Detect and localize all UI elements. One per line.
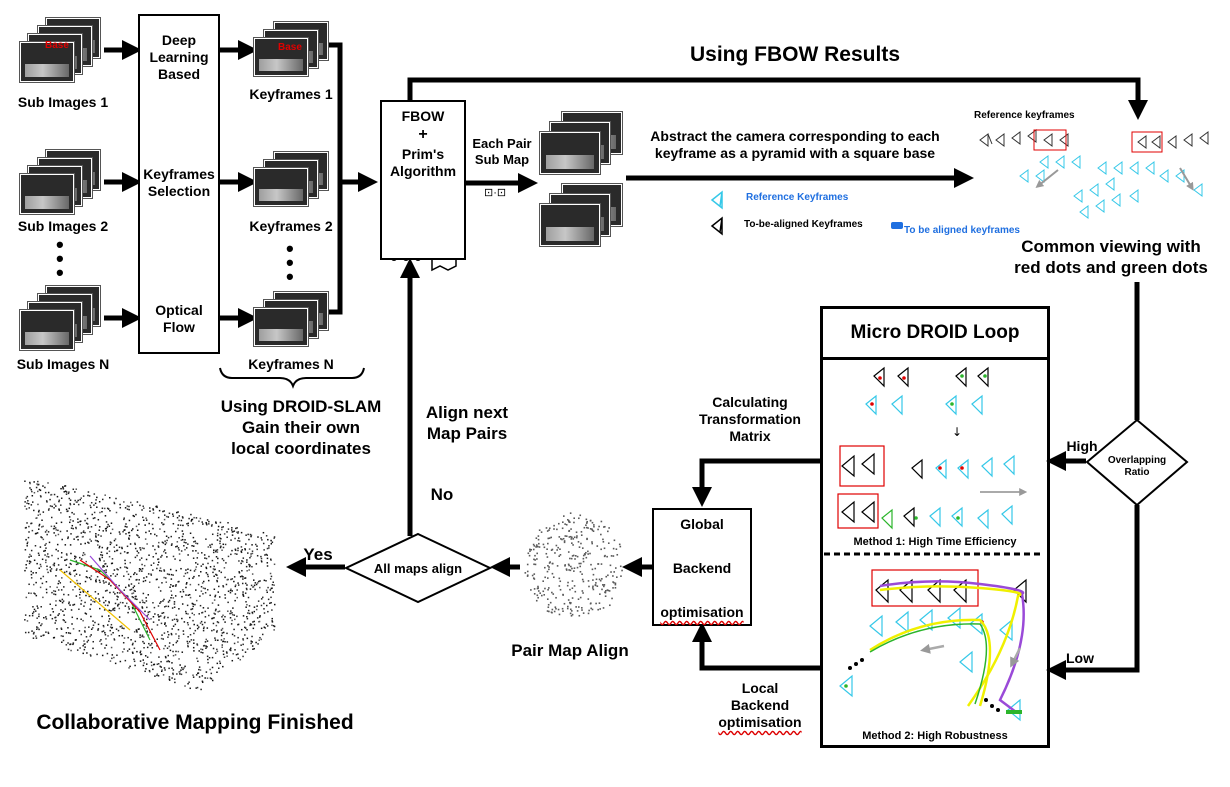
micro-droid-header — [820, 306, 1050, 360]
calc-matrix-label: Calculating Transformation Matrix — [680, 394, 820, 445]
sub-image-thumb — [20, 42, 74, 82]
droid-note: Using DROID-SLAM Gain their own local co… — [196, 396, 406, 459]
method-optical-flow-text: Optical Flow — [155, 302, 203, 335]
global-line-2: Backend — [672, 560, 732, 576]
method2-label: Method 2: High Robustness — [862, 730, 1008, 742]
yes-label: Yes — [303, 545, 333, 564]
keyframes-ellipsis: ••• — [286, 236, 294, 289]
arrow-low — [1046, 505, 1140, 680]
keyframe-thumb — [254, 38, 308, 76]
micro-top-pyramids — [837, 366, 1027, 722]
abstract-line-2: keyframe as a pyramid with a square base — [654, 145, 936, 161]
sub-images-2-label: Sub Images 2 — [17, 218, 109, 234]
keyframe-thumb — [254, 308, 308, 346]
method-keyframes-selection: Keyframes Selection — [140, 166, 218, 200]
each-pair-line-1: Each Pair — [472, 136, 532, 151]
abstract-text: Abstract the camera corresponding to eac… — [630, 128, 960, 162]
all-maps-diamond — [343, 532, 493, 604]
arrow-calc — [692, 458, 820, 507]
legend-reference: Reference Keyframes — [746, 192, 849, 203]
base-tag: Base — [45, 40, 69, 51]
method2-dots — [848, 658, 1000, 712]
keyframes-n-label: Keyframes N — [248, 356, 334, 372]
fbow-box: FBOW + Prim's Algorithm — [380, 100, 466, 260]
methods-box: Deep Learning Based Keyframes Selection … — [138, 14, 220, 354]
arrow-fbow-top — [407, 77, 1148, 120]
submap-thumb — [540, 204, 600, 246]
local-line-3: optimisation — [718, 714, 802, 730]
method-deep-learning-text: Deep Learning Based — [149, 32, 209, 82]
method2-trajectories — [869, 580, 1025, 714]
all-maps-label: All maps align — [373, 561, 463, 576]
droid-note-line-2: Gain their own — [241, 418, 361, 437]
global-line-3: optimisation — [654, 604, 750, 621]
high-label: High — [1066, 438, 1098, 454]
fbow-line-4: Algorithm — [389, 163, 457, 179]
overlap-label: Overlapping Ratio — [1094, 455, 1180, 479]
calc-matrix-line-3: Matrix — [729, 428, 771, 444]
micro-droid-title: Micro DROID Loop — [850, 322, 1020, 343]
calc-matrix-line-1: Calculating — [712, 394, 788, 410]
legend-black-pyramid — [710, 216, 723, 236]
keyframes-2-label: Keyframes 2 — [249, 218, 333, 234]
sub-image-thumb — [20, 310, 74, 350]
each-pair-label: Each Pair Sub Map — [470, 136, 534, 168]
global-backend-box: Global Backend optimisation — [652, 508, 752, 626]
common-view-pyramids — [979, 129, 1209, 219]
global-line-1: Global — [680, 516, 724, 532]
legend-cyan-pyramid — [710, 190, 723, 210]
overlap-diamond — [1085, 418, 1189, 507]
overlap-line-1: Overlapping — [1107, 455, 1167, 466]
common-viewing-label: Common viewing with red dots and green d… — [996, 236, 1226, 278]
pair-map-icon: ⊡·⊡ — [484, 187, 507, 199]
sub-images-n-label: Sub Images N — [16, 356, 110, 372]
legend-reference-top: Reference keyframes — [974, 110, 1075, 121]
droid-note-line-3: local coordinates — [231, 439, 371, 458]
micro-dots — [844, 374, 1022, 688]
method-deep-learning: Deep Learning Based — [140, 32, 218, 83]
fbow-line-2: + — [418, 126, 428, 143]
base-tag: Base — [278, 42, 302, 53]
align-next-line-2: Map Pairs — [426, 424, 508, 443]
submap-thumb — [540, 132, 600, 174]
overlap-line-2: Ratio — [1124, 467, 1150, 478]
common-viewing-line-2: red dots and green dots — [1014, 258, 1208, 277]
method-keyframes-selection-text: Keyframes Selection — [143, 166, 215, 199]
fbow-line-3: Prim's — [401, 146, 445, 162]
each-pair-line-2: Sub Map — [474, 152, 530, 167]
no-label: No — [430, 485, 454, 504]
local-line-2: Backend — [730, 697, 790, 713]
legend-blue-marker — [891, 222, 903, 229]
align-next-label: Align next Map Pairs — [412, 402, 522, 444]
low-label: Low — [1066, 650, 1094, 666]
local-backend-label: Local Backend optimisation — [690, 680, 830, 731]
calc-matrix-line-2: Transformation — [699, 411, 801, 427]
legend-to-be-aligned: To-be-aligned Keyframes — [744, 219, 863, 230]
method1-label: Method 1: High Time Efficiency — [853, 536, 1017, 548]
align-next-line-1: Align next — [425, 403, 509, 422]
abstract-line-1: Abstract the camera corresponding to eac… — [650, 128, 940, 144]
legend-to-be-aligned-blue: To be aligned keyframes — [904, 225, 1020, 236]
sub-images-ellipsis: ••• — [56, 232, 64, 285]
fbow-line-1: FBOW — [401, 108, 445, 124]
micro-down-arrow: ↓ — [952, 425, 962, 439]
method-optical-flow: Optical Flow — [140, 302, 218, 336]
arrow-local — [692, 622, 820, 671]
local-line-1: Local — [741, 680, 779, 696]
sub-images-1-label: Sub Images 1 — [17, 94, 109, 110]
keyframe-thumb — [254, 168, 308, 206]
global-line-3-text: optimisation — [660, 604, 744, 620]
keyframes-brace — [219, 367, 365, 389]
droid-note-line-1: Using DROID-SLAM — [220, 397, 382, 416]
finished-label: Collaborative Mapping Finished — [36, 711, 354, 734]
using-fbow-title: Using FBOW Results — [689, 43, 900, 66]
common-viewing-line-1: Common viewing with — [1021, 237, 1201, 256]
pair-map-align-label: Pair Map Align — [511, 641, 629, 660]
sub-image-thumb — [20, 174, 74, 214]
keyframes-1-label: Keyframes 1 — [249, 86, 333, 102]
micro-droid-box — [820, 306, 1050, 748]
